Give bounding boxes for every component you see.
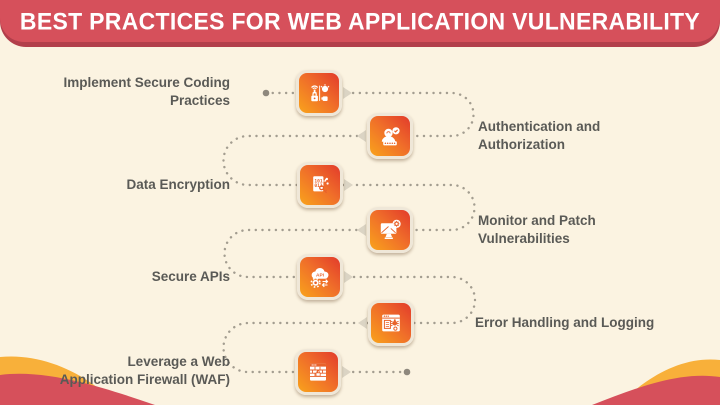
step-tile (296, 70, 342, 116)
step-tile (368, 300, 414, 346)
step-label-line: Application Firewall (WAF) (59, 372, 230, 387)
step-label-line: Leverage a Web (127, 354, 230, 369)
flow-arrow (358, 317, 367, 329)
step-label: Secure APIs (30, 268, 230, 286)
flow-arrow (357, 224, 366, 236)
monitor-patch-icon (380, 219, 401, 239)
step-label-line: Vulnerabilities (478, 231, 570, 246)
step-tile (367, 207, 413, 253)
title-banner: BEST PRACTICES FOR WEB APPLICATION VULNE… (0, 0, 720, 42)
page-title: BEST PRACTICES FOR WEB APPLICATION VULNE… (19, 6, 701, 35)
step-label-line: Error Handling and Logging (475, 315, 655, 330)
flow-dotted-line (222, 91, 477, 374)
svg-text:101: 101 (314, 178, 323, 184)
flow-arrow (342, 366, 351, 378)
step-label-line: Monitor and Patch (478, 213, 596, 228)
step-label-line: Implement Secure Coding (63, 75, 230, 90)
secure-coding-icon (311, 84, 330, 102)
step-tile: 101 011 (297, 162, 343, 208)
error-logging-icon (382, 314, 400, 332)
flow-start-dot (262, 89, 270, 97)
step-label: Data Encryption (30, 176, 230, 194)
data-encryption-icon: 101 011 (313, 176, 329, 194)
step-label-line: Secure APIs (151, 269, 230, 284)
step-label: Authentication and Authorization (478, 118, 698, 154)
step-label-line: Practices (169, 93, 230, 108)
step-label: Error Handling and Logging (475, 314, 705, 332)
svg-text:011: 011 (314, 183, 323, 189)
secure-apis-icon: API (310, 267, 329, 288)
flow-arrow (344, 179, 353, 191)
flow-arrow (343, 87, 352, 99)
step-tile: API (297, 254, 343, 300)
flow-arrow (344, 271, 353, 283)
step-label-line: Authentication and (478, 119, 601, 134)
step-label: Monitor and Patch Vulnerabilities (478, 212, 698, 248)
authentication-icon (381, 127, 400, 146)
step-label: Leverage a Web Application Firewall (WAF… (10, 353, 230, 389)
waf-icon (310, 363, 326, 381)
svg-text:API: API (316, 273, 325, 279)
flow-arrow (357, 130, 366, 142)
step-label-line: Authorization (478, 137, 565, 152)
step-tile (295, 349, 341, 395)
step-tile (367, 113, 413, 159)
corner-wave-right (592, 359, 720, 405)
step-label: Implement Secure Coding Practices (30, 74, 230, 110)
step-label-line: Data Encryption (126, 177, 230, 192)
flow-end-dot (403, 368, 411, 376)
